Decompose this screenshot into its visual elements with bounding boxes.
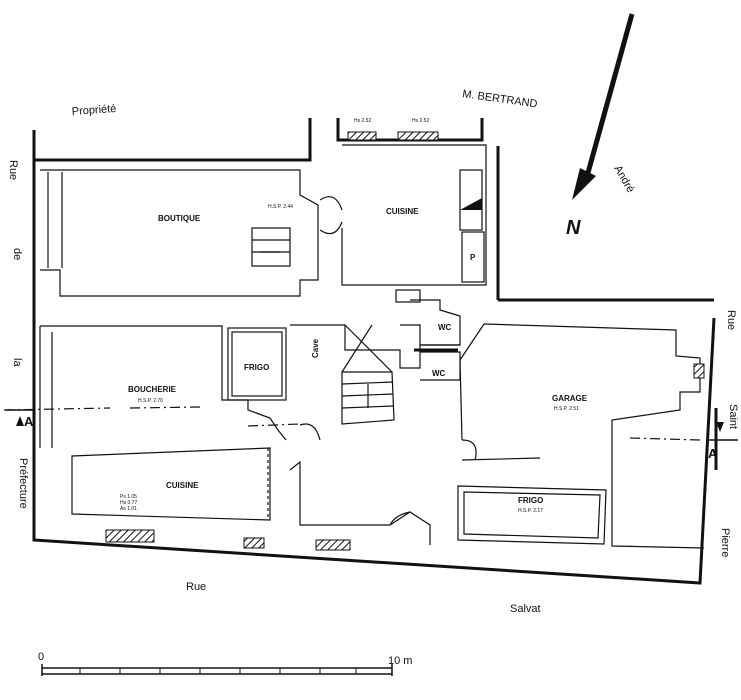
cuisine-bottom-room [71,447,271,521]
boutique-room [40,169,319,297]
height-cuisine-bottom-3: As 1.01 [120,506,137,512]
label-rue-de-la-prefecture-1: Rue [7,160,19,180]
height-cuisine-bottom-1: Ps 1.05 [120,494,137,500]
label-rue-de-la-prefecture-3: la [11,358,23,367]
label-rue-de-la-prefecture-4: Préfecture [17,458,29,509]
window-top-1 [347,131,377,141]
room-boucherie: BOUCHERIE [128,385,177,394]
room-cave: Cave [311,338,320,358]
label-m-bertrand: M. BERTRAND [462,88,539,110]
room-boutique: BOUTIQUE [158,214,201,223]
window-bottom-1 [105,529,155,543]
label-propriete: Propriété [71,103,116,118]
boucherie-room [3,325,301,448]
height-cuisine-bottom-2: Hs 0.77 [120,500,137,506]
height-frigo-right: H.S.P. 2.17 [518,508,543,514]
section-marker-left [6,409,34,426]
height-window-top-2: Hs 2.52 [412,118,429,124]
label-salvat: Salvat [510,603,541,615]
room-wc-1: WC [438,323,452,332]
height-boutique: H.S.P. 2.44 [268,204,293,210]
room-garage: GARAGE [552,394,588,403]
label-rue-saint-pierre-3: Pierre [719,528,731,557]
label-rue-bottom: Rue [186,581,206,593]
window-bottom-3 [315,539,351,551]
scale-bar [41,664,393,676]
outer-walls [32,118,716,585]
scale-start-label: 0 [38,651,44,663]
room-frigo-left: FRIGO [244,363,269,372]
label-section-right: A [708,446,718,461]
room-cuisine-bottom: CUISINE [166,481,199,490]
window-bottom-2 [243,537,265,549]
label-andre: André [611,164,636,195]
room-wc-2: WC [432,369,446,378]
label-rue-saint-pierre-2: Saint [727,404,739,429]
frigo-right-room [457,485,607,545]
room-p: P [470,253,476,262]
section-marker-right [708,422,738,441]
room-frigo-right: FRIGO [518,496,543,505]
window-top-2 [397,131,439,141]
frigo-left-room [227,327,287,401]
label-north: N [566,217,581,239]
garage-room [459,323,718,549]
label-rue-saint-pierre-1: Rue [725,310,737,330]
room-cuisine-top: CUISINE [386,207,419,216]
height-garage: H.S.P. 2.51 [554,406,579,412]
height-window-top-1: Hs 2.52 [354,118,371,124]
label-rue-de-la-prefecture-2: de [11,248,23,260]
north-arrow-icon [572,13,635,200]
scale-end-label: 10 m [388,655,412,667]
cuisine-top-room [319,144,487,303]
height-boucherie: H.S.P. 2.70 [138,398,163,404]
label-section-left: A [24,414,34,429]
